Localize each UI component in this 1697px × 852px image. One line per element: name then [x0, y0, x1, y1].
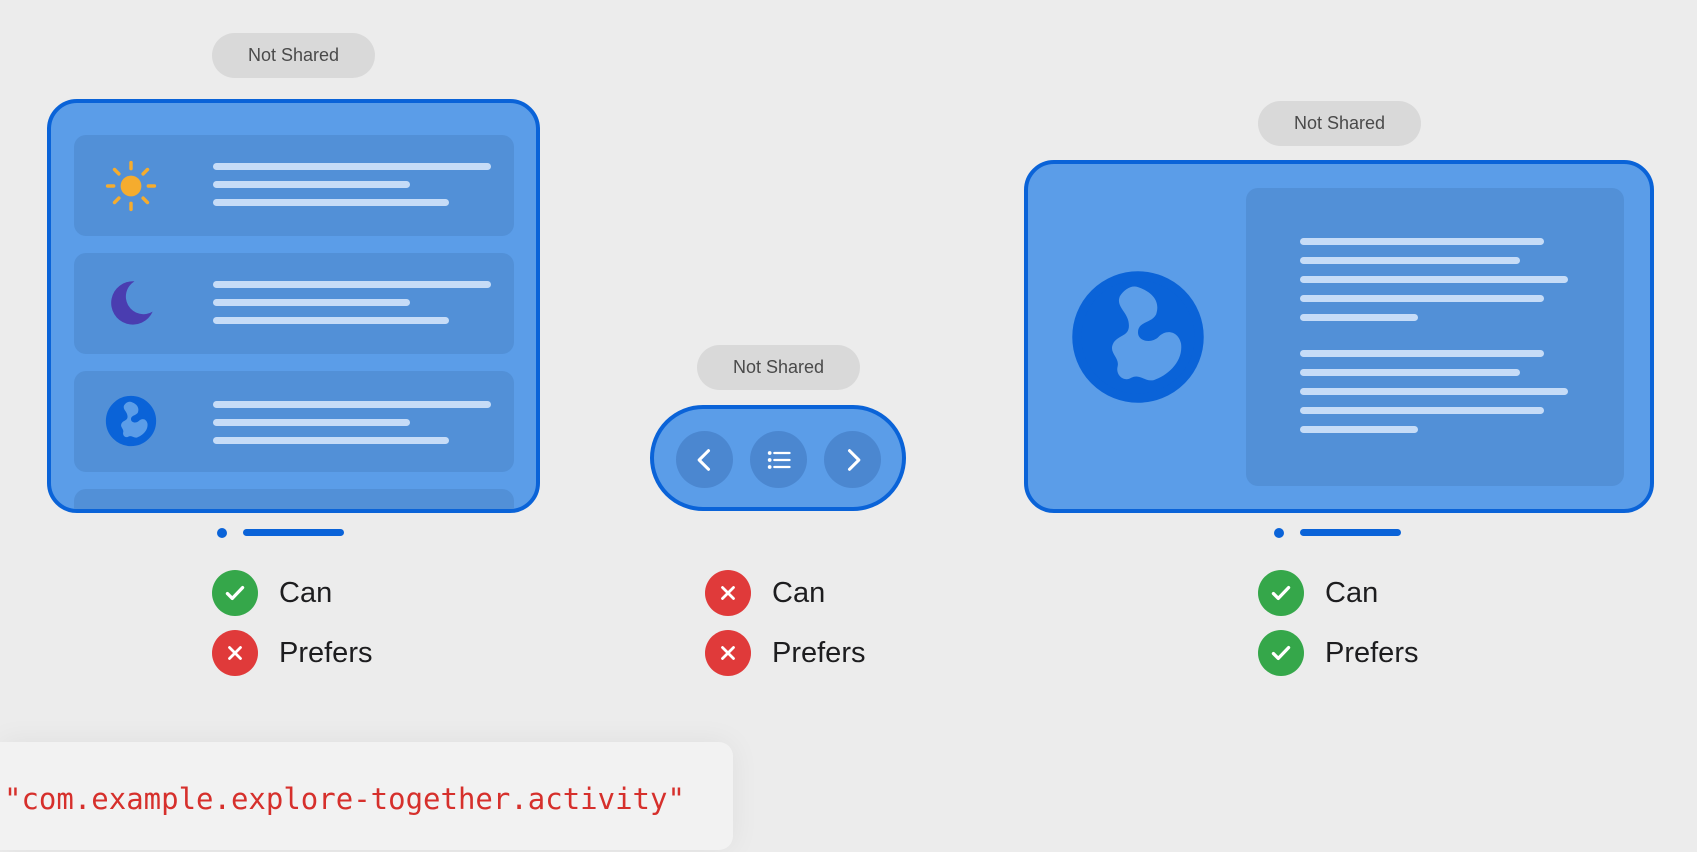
list-item: [74, 135, 514, 236]
code-snippet: "com.example.explore-together.activity": [0, 742, 733, 850]
checkmark-icon: [212, 570, 258, 616]
prefers-status: Prefers: [212, 630, 372, 676]
xmark-icon: [705, 630, 751, 676]
chevron-left-icon: [697, 448, 710, 471]
prefers-label: Prefers: [772, 636, 866, 669]
back-button[interactable]: [676, 431, 733, 488]
window-handle-dot[interactable]: [217, 528, 227, 538]
prefers-status: Prefers: [1258, 630, 1418, 676]
xmark-icon: [212, 630, 258, 676]
can-status: Can: [1258, 570, 1378, 616]
window-handle-bar[interactable]: [1300, 529, 1401, 536]
prefers-label: Prefers: [279, 636, 373, 669]
list-window: [47, 99, 540, 513]
can-status: Can: [705, 570, 825, 616]
can-label: Can: [279, 576, 333, 609]
list-icon: [767, 450, 791, 469]
can-label: Can: [1325, 576, 1379, 609]
globe-icon: [1072, 271, 1204, 403]
checkmark-icon: [1258, 630, 1304, 676]
list-item: [74, 489, 514, 509]
not-shared-badge: Not Shared: [1258, 101, 1421, 146]
can-label: Can: [772, 576, 826, 609]
chevron-right-icon: [847, 448, 860, 471]
list-button[interactable]: [750, 431, 807, 488]
not-shared-badge: Not Shared: [212, 33, 375, 78]
nav-ornament: [650, 405, 906, 511]
list-item: [74, 253, 514, 354]
detail-window: [1024, 160, 1654, 513]
prefers-status: Prefers: [705, 630, 865, 676]
moon-icon: [111, 281, 153, 325]
detail-content: [1246, 188, 1624, 486]
not-shared-badge: Not Shared: [697, 345, 860, 390]
forward-button[interactable]: [824, 431, 881, 488]
window-handle-bar[interactable]: [243, 529, 344, 536]
window-handle-dot[interactable]: [1274, 528, 1284, 538]
prefers-label: Prefers: [1325, 636, 1419, 669]
globe-icon: [105, 395, 157, 447]
can-status: Can: [212, 570, 332, 616]
sun-icon: [105, 160, 157, 212]
checkmark-icon: [1258, 570, 1304, 616]
xmark-icon: [705, 570, 751, 616]
list-item: [74, 371, 514, 472]
activity-identifier: "com.example.explore-together.activity": [4, 782, 685, 816]
